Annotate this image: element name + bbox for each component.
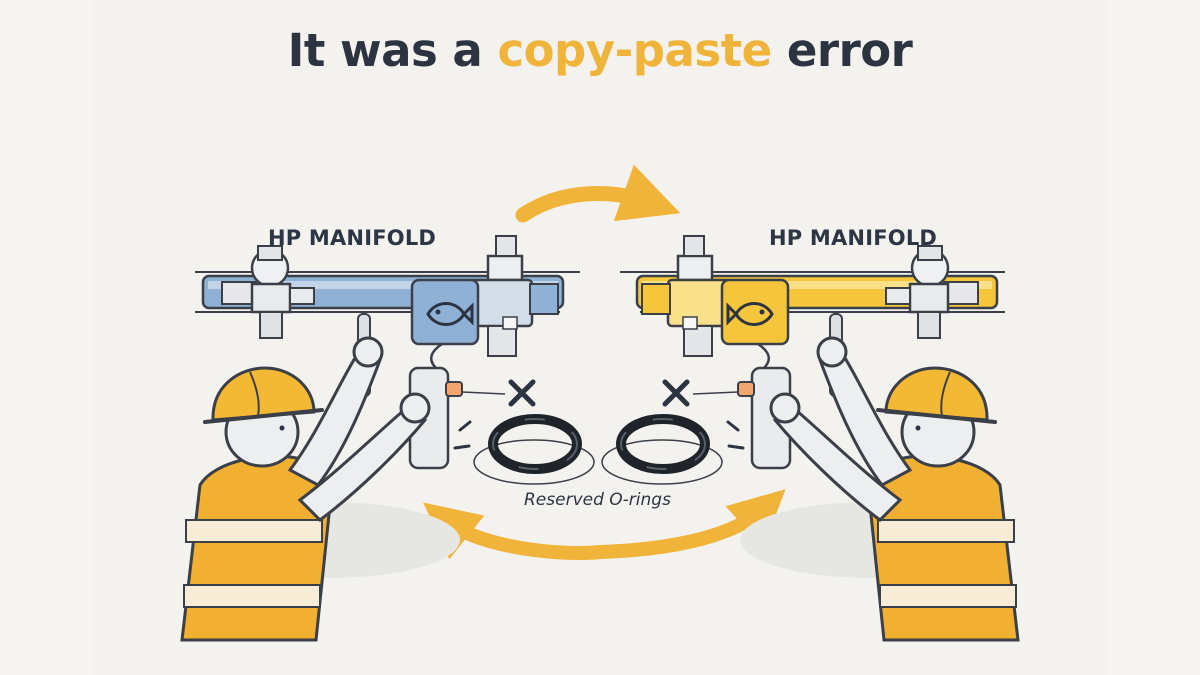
- left-worker: [180, 336, 460, 642]
- swap-arrow-icon: [515, 164, 681, 223]
- spark-lines: [453, 420, 745, 450]
- swap-arrow-icon: [423, 489, 786, 560]
- x-mark-icon: [508, 379, 536, 407]
- pointer-line: [692, 391, 739, 395]
- fish-logo-icon: [426, 302, 474, 326]
- right-manifold: [620, 235, 1005, 470]
- headline: It was a copy-paste error: [0, 24, 1200, 77]
- left-manifold: [195, 235, 580, 470]
- o-ring-icon: [473, 414, 595, 485]
- headline-highlight: copy-paste: [497, 24, 772, 77]
- left-manifold-label: HP MANIFOLD: [268, 226, 437, 250]
- o-rings-caption: Reserved O-rings: [524, 490, 671, 510]
- right-manifold-label: HP MANIFOLD: [769, 226, 938, 250]
- right-worker: [740, 336, 1020, 642]
- headline-suffix: error: [771, 24, 913, 77]
- o-ring-icon: [601, 414, 723, 485]
- pointer-line: [461, 391, 506, 395]
- fish-logo-icon: [726, 302, 774, 326]
- headline-prefix: It was a: [287, 24, 498, 77]
- x-mark-icon: [662, 379, 690, 407]
